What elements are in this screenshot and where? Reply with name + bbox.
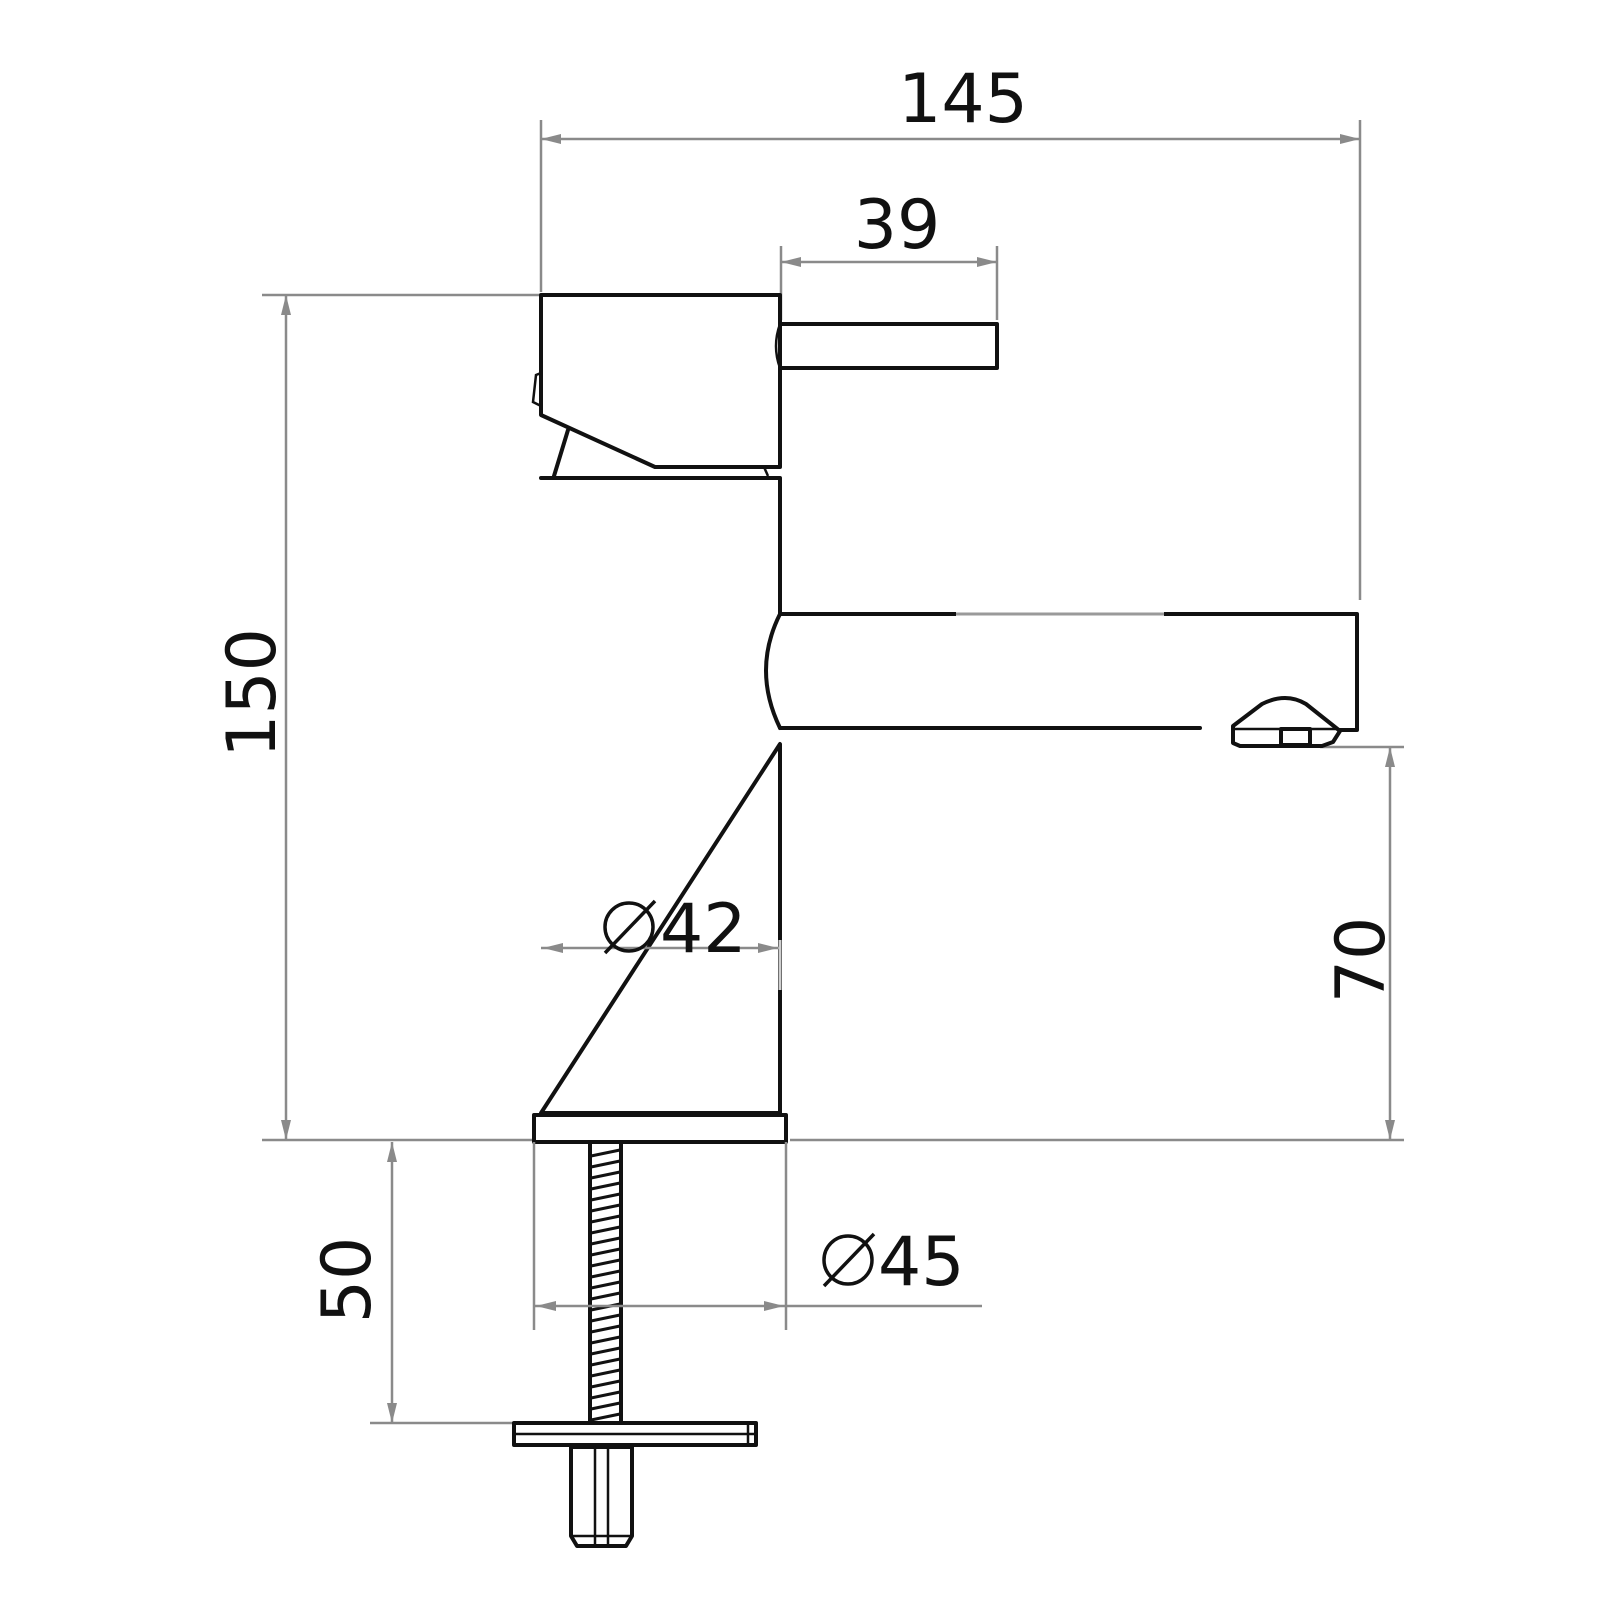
tap-outline [512,293,1359,1548]
threaded-shank [588,1140,623,1425]
diameter-symbol-icon [822,1232,876,1288]
hex-nut [569,1445,634,1548]
thread-line [590,1280,621,1290]
base-flange [532,1113,788,1144]
shank-length-label: 50 [308,1237,387,1324]
neck [552,428,570,478]
dimension-spout-height: 70 [790,745,1404,1142]
aerator [1231,696,1342,748]
thread-line [590,1192,621,1202]
total-height-label: 150 [213,628,292,758]
thread-line [590,1357,621,1367]
thread-line [590,1225,621,1235]
thread-line [590,1368,621,1378]
thread-line [590,1313,621,1323]
thread-line [590,1236,621,1246]
lever [778,322,999,370]
dimension-base-diameter: 45 [532,1142,982,1330]
thread-line [590,1379,621,1389]
diameter-symbol-icon [603,899,657,955]
thread-line [590,1269,621,1279]
body-diameter-label: 42 [660,890,747,969]
lever-length-label: 39 [854,186,941,265]
thread-line [590,1335,621,1345]
thread-line [590,1170,621,1180]
thread-line [590,1203,621,1213]
thread-line [590,1346,621,1356]
thread-line [590,1214,621,1224]
thread-line [590,1324,621,1334]
thread-line [590,1247,621,1257]
dimension-total-height: 150 [213,293,541,1142]
fixing-plate [512,1421,758,1447]
dimension-overall-width: 145 [539,60,1362,600]
thread-line [590,1181,621,1191]
dimension-body-diameter: 42 [541,890,782,990]
thread-line [590,1412,621,1422]
spout-height-label: 70 [1322,917,1401,1004]
thread-line [590,1258,621,1268]
thread-line [590,1291,621,1301]
dimension-lever-length: 39 [779,186,999,320]
base-diameter-label: 45 [878,1223,965,1302]
thread-line [590,1390,621,1400]
dimension-shank-length: 50 [308,1142,514,1425]
body [539,476,782,1115]
handle-head [539,293,782,469]
thread-line [590,1401,621,1411]
thread-line [590,1159,621,1169]
overall-width-label: 145 [898,60,1028,139]
thread-line [590,1148,621,1158]
